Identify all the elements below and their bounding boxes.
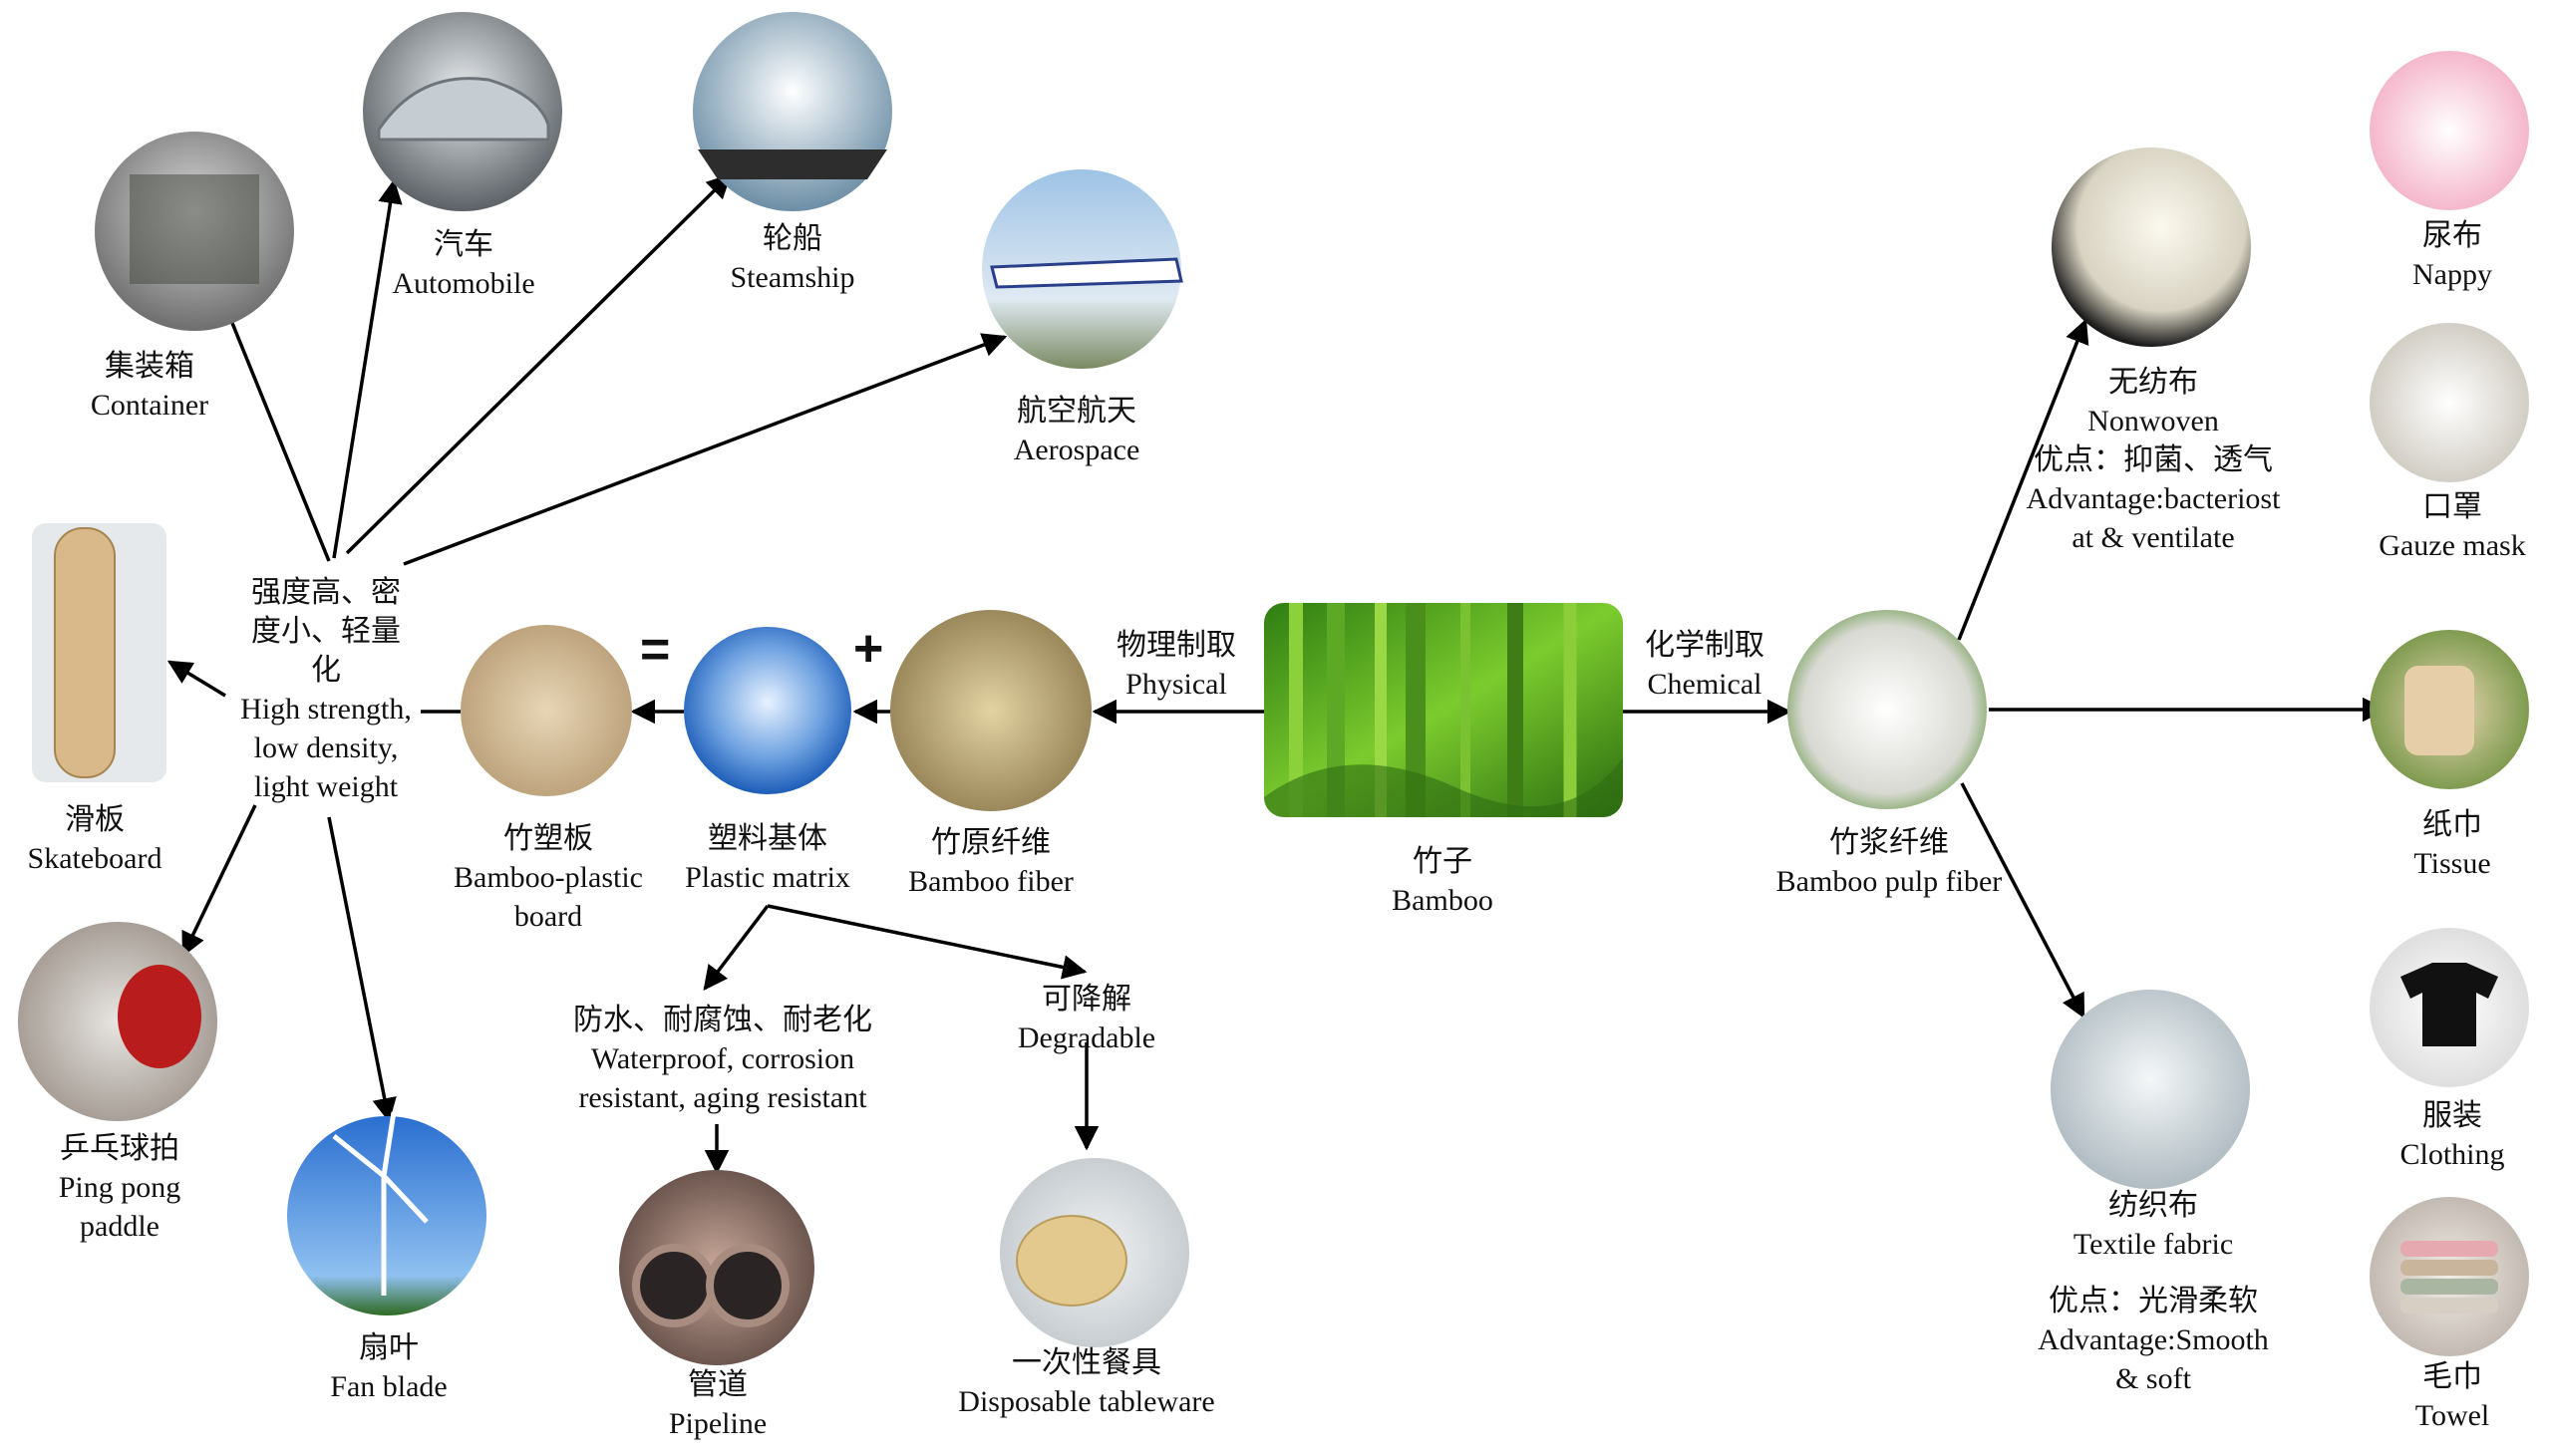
- bamboo-fiber-photo: [890, 610, 1092, 811]
- plastic-matrix-photo: [684, 627, 851, 794]
- ship-hull: [698, 149, 887, 179]
- fanblade-photo: [287, 1116, 486, 1315]
- arrow-to-aerospace: [403, 333, 1008, 566]
- arrow-to-textile: [1960, 782, 2085, 1019]
- steamship-photo: [693, 12, 892, 211]
- textile-photo: [2051, 990, 2250, 1189]
- skateboard-shape: [54, 527, 116, 778]
- pipe-shape-b: [706, 1244, 790, 1327]
- container-shape: [130, 174, 259, 284]
- nonwoven-photo: [2052, 147, 2251, 347]
- car-shape: [377, 77, 550, 142]
- equals-sign: =: [640, 621, 671, 679]
- plus-sign: +: [853, 620, 884, 678]
- plane-shape: [990, 257, 1183, 289]
- arrows: [166, 173, 2388, 1175]
- towel-photo: [2370, 1197, 2529, 1356]
- towel-stack-shape: [2400, 1241, 2498, 1313]
- bamboo-photo: [1264, 603, 1623, 817]
- arrow-to-degradable: [767, 904, 1088, 980]
- pipe-shape-a: [632, 1244, 716, 1327]
- shirt-shape: [2400, 963, 2498, 1046]
- arrow-to-nonwoven: [1957, 318, 2089, 641]
- nappy-photo: [2370, 51, 2529, 210]
- arrow-to-waterproof: [703, 904, 770, 991]
- properties-label: 强度高、密度小、轻量化 High strength,low density,li…: [240, 576, 412, 803]
- bamboo-plastic-board-photo: [461, 625, 632, 796]
- arrow-to-fanblade: [327, 816, 397, 1123]
- arrow-to-automobile: [332, 178, 403, 559]
- arrow-to-steamship: [345, 173, 732, 555]
- bamboo-pulp-photo: [1787, 610, 1987, 809]
- arrow-to-pingpong: [181, 804, 257, 958]
- turbine-shape: [332, 1111, 429, 1296]
- arrow-to-container: [217, 293, 331, 562]
- paddle-shape: [118, 965, 201, 1068]
- tissue-roll-shape: [2404, 666, 2474, 755]
- arrow-to-skateboard: [166, 660, 226, 698]
- plate-shape: [1016, 1215, 1127, 1307]
- mask-photo: [2370, 323, 2529, 482]
